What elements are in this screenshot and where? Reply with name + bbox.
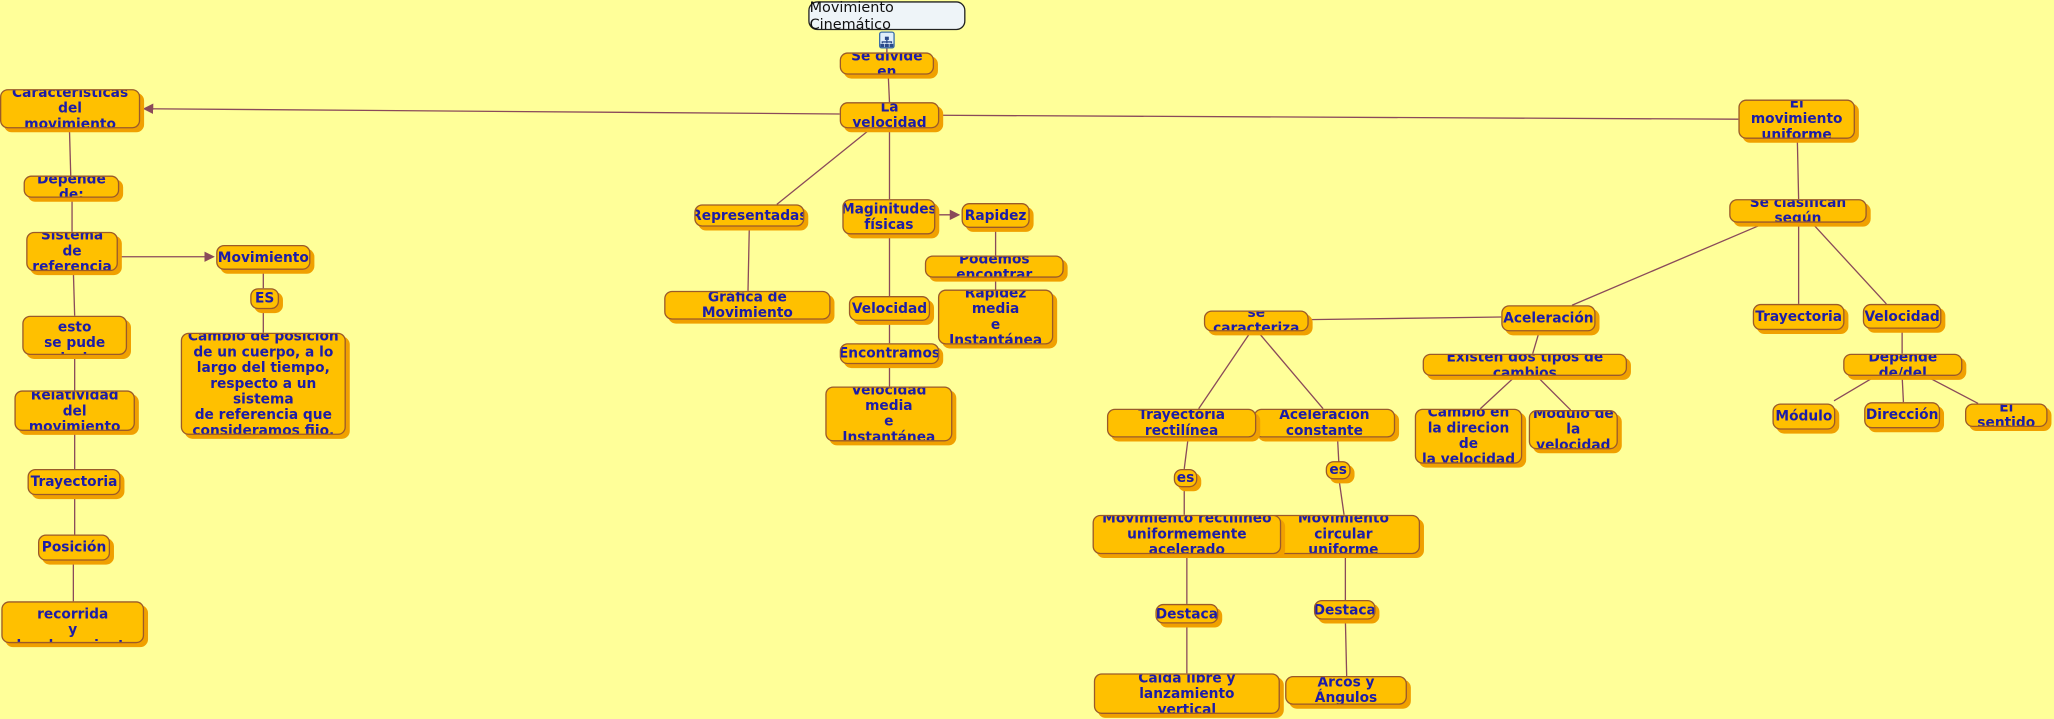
node-mov-rectilineo[interactable]: Movimiento rectilineo uniformemente acel…	[1092, 514, 1282, 555]
node-representadas[interactable]: Representadas	[694, 204, 805, 227]
node-existen[interactable]: Existen dos tipos de cambios	[1422, 353, 1628, 376]
node-magnitudes[interactable]: Maginitudes físicas	[842, 199, 936, 235]
node-posicion[interactable]: Posición	[37, 534, 111, 561]
node-sabiendo[interactable]: Sabiendo esto se pude decir	[22, 315, 128, 356]
node-cambio-posicion[interactable]: Cambio de posición de un cuerpo, a lo la…	[180, 332, 346, 435]
node-velocidad-right[interactable]: Velocidad	[1862, 303, 1942, 329]
node-sentido[interactable]: El sentido	[1964, 403, 2048, 428]
node-mov-uniforme[interactable]: El movimiento uniforme	[1738, 99, 1855, 139]
node-es-1[interactable]: es	[1173, 468, 1198, 488]
node-arcos[interactable]: Arcos y Ángulos	[1285, 675, 1407, 705]
node-acel-constante[interactable]: Aceleración constante	[1253, 408, 1396, 438]
node-es-2[interactable]: es	[1325, 461, 1351, 480]
node-rapidez[interactable]: Rapidez	[961, 203, 1030, 228]
node-destaca-2[interactable]: Destaca	[1313, 599, 1376, 620]
node-caida-libre[interactable]: Caída libre y lanzamiento vertical	[1093, 673, 1280, 714]
node-depende-de[interactable]: Depende de:	[23, 175, 120, 198]
node-podemos-encontrar[interactable]: Podemos encontrar	[924, 255, 1064, 278]
node-depende-del[interactable]: Depende de/del	[1843, 353, 1963, 376]
node-sistema-referencia[interactable]: Sistema de referencia	[26, 231, 118, 272]
node-caracteristicas[interactable]: Caracteristicas del movimiento	[0, 89, 141, 129]
tree-structure-icon[interactable]	[879, 31, 895, 49]
node-tray-rectilinea[interactable]: Trayectoria rectilínea	[1106, 408, 1257, 438]
node-se-caracteriza[interactable]: se caracteriza	[1203, 310, 1309, 332]
node-velocidad-mid[interactable]: Velocidad	[848, 296, 931, 321]
node-mov-circular[interactable]: Movimiento circular uniforme	[1266, 514, 1421, 555]
node-destaca-1[interactable]: Destaca	[1155, 603, 1219, 624]
map-title-node[interactable]: Movimiento Cinemático	[808, 0, 966, 33]
node-se-divide-en[interactable]: Se divide en	[839, 52, 935, 75]
node-velocidad-media[interactable]: Velocidad media e Instantánea	[825, 386, 953, 442]
node-es[interactable]: ES	[250, 288, 280, 310]
node-cambio-direccion[interactable]: Cambio en la direcion de la velocidad	[1414, 408, 1523, 464]
node-rapidez-media[interactable]: Rapidez media e Instantánea	[937, 289, 1054, 345]
node-trayectoria-right[interactable]: Trayectoria	[1752, 303, 1845, 331]
node-encontramos[interactable]: Encontramos	[839, 343, 940, 365]
node-relatividad[interactable]: Relatividad del movimiento	[14, 390, 135, 431]
node-se-clasifican[interactable]: Se clasifican según	[1729, 199, 1867, 223]
node-la-velocidad[interactable]: La velocidad	[839, 102, 940, 129]
node-distancia[interactable]: Distancia recorrida y desplazamiento	[1, 601, 145, 644]
node-modulo[interactable]: Módulo	[1772, 403, 1836, 430]
node-direccion[interactable]: Dirección	[1864, 402, 1941, 429]
node-movimiento[interactable]: Movimiento	[216, 244, 311, 270]
node-trayectoria-left[interactable]: Trayectoria	[27, 468, 121, 496]
node-modulo-velocidad[interactable]: Modulo de la velocidad	[1528, 410, 1618, 450]
node-aceleracion[interactable]: Aceleración	[1501, 305, 1596, 332]
node-grafica[interactable]: Gráfica de Movimiento	[664, 290, 831, 320]
